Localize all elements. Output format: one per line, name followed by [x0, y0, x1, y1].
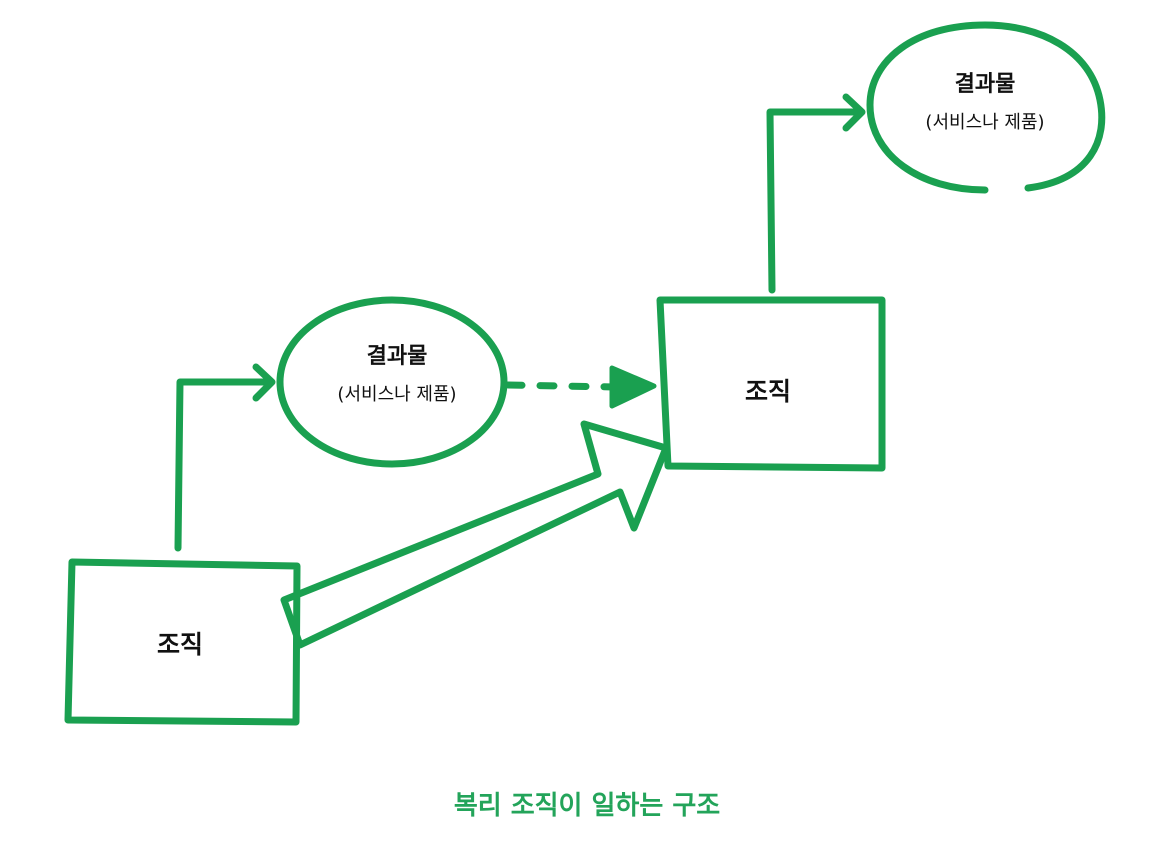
arrowhead-lower-output — [252, 363, 276, 402]
output-upper-subtitle: (서비스나 제품) — [925, 112, 1045, 133]
dotted-arrowhead — [609, 365, 657, 409]
dotted-arrow-output-to-org — [504, 381, 618, 391]
output-lower-subtitle: (서비스나 제품) — [337, 384, 457, 405]
org-box-lower-label: 조직 — [156, 630, 203, 659]
output-upper-title: 결과물 — [954, 72, 1016, 97]
output-ellipse-lower — [276, 296, 508, 468]
output-ellipse-upper — [866, 21, 1106, 194]
diagram-caption: 복리 조직이 일하는 구조 — [453, 791, 721, 821]
growth-arrow — [280, 420, 670, 649]
org-box-upper — [656, 296, 886, 472]
org-box-upper-label: 조직 — [744, 377, 791, 406]
connector-arrow-to-lower-output — [174, 378, 272, 552]
connector-arrow-to-upper-output — [766, 108, 862, 294]
output-lower-title: 결과물 — [366, 344, 428, 369]
org-box-lower — [64, 558, 301, 726]
arrowhead-upper-output — [842, 93, 866, 132]
